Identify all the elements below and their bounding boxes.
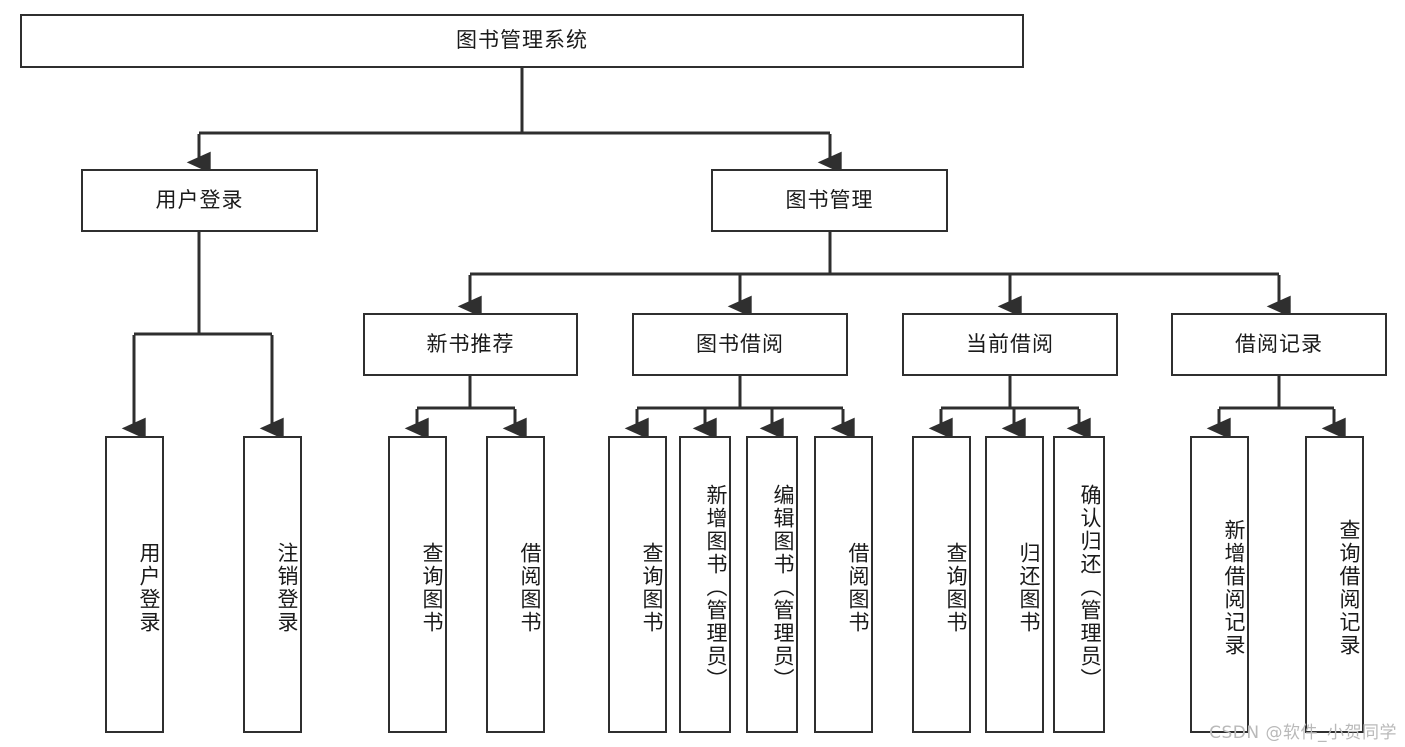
node-leaf-confirm-return-admin[interactable]: 确认归还（管理员） xyxy=(1053,436,1105,733)
node-new-book-recommend[interactable]: 新书推荐 xyxy=(363,313,578,376)
node-leaf-borrow-book-2-label: 借阅图书 xyxy=(846,541,870,634)
node-leaf-edit-book-admin[interactable]: 编辑图书（管理员） xyxy=(746,436,798,733)
node-leaf-query-book-2[interactable]: 查询图书 xyxy=(608,436,667,733)
node-leaf-query-book-1-label: 查询图书 xyxy=(420,541,444,634)
node-book-borrow-label: 图书借阅 xyxy=(696,331,784,356)
node-user-login-label: 用户登录 xyxy=(155,187,244,212)
node-leaf-query-book-1[interactable]: 查询图书 xyxy=(388,436,447,733)
node-leaf-borrow-book-1[interactable]: 借阅图书 xyxy=(486,436,545,733)
node-leaf-borrow-book-2[interactable]: 借阅图书 xyxy=(814,436,873,733)
node-current-borrow[interactable]: 当前借阅 xyxy=(902,313,1118,376)
node-leaf-logout-label: 注销登录 xyxy=(275,541,299,634)
node-leaf-logout[interactable]: 注销登录 xyxy=(243,436,302,733)
node-leaf-query-book-3-label: 查询图书 xyxy=(944,541,968,634)
node-leaf-edit-book-admin-label: 编辑图书（管理员） xyxy=(771,484,795,691)
node-leaf-query-book-2-label: 查询图书 xyxy=(640,541,664,634)
node-leaf-confirm-return-admin-label: 确认归还（管理员） xyxy=(1078,484,1102,691)
node-new-book-recommend-label: 新书推荐 xyxy=(426,331,515,356)
node-user-login[interactable]: 用户登录 xyxy=(81,169,318,232)
node-leaf-user-login[interactable]: 用户登录 xyxy=(105,436,164,733)
node-leaf-add-record[interactable]: 新增借阅记录 xyxy=(1190,436,1249,733)
node-borrow-record[interactable]: 借阅记录 xyxy=(1171,313,1387,376)
node-leaf-add-book-admin[interactable]: 新增图书（管理员） xyxy=(679,436,731,733)
node-leaf-query-record[interactable]: 查询借阅记录 xyxy=(1305,436,1364,733)
node-leaf-borrow-book-1-label: 借阅图书 xyxy=(518,541,542,634)
node-leaf-query-book-3[interactable]: 查询图书 xyxy=(912,436,971,733)
node-root[interactable]: 图书管理系统 xyxy=(20,14,1024,68)
node-root-label: 图书管理系统 xyxy=(456,28,588,53)
node-leaf-return-book[interactable]: 归还图书 xyxy=(985,436,1044,733)
csdn-watermark: CSDN @软件_小贺同学 xyxy=(1209,723,1397,743)
node-current-borrow-label: 当前借阅 xyxy=(966,331,1054,356)
node-book-manage[interactable]: 图书管理 xyxy=(711,169,948,232)
node-borrow-record-label: 借阅记录 xyxy=(1235,331,1323,356)
node-leaf-add-book-admin-label: 新增图书（管理员） xyxy=(704,484,728,691)
node-book-borrow[interactable]: 图书借阅 xyxy=(632,313,848,376)
node-leaf-return-book-label: 归还图书 xyxy=(1017,541,1041,634)
node-leaf-add-record-label: 新增借阅记录 xyxy=(1222,518,1246,657)
node-leaf-query-record-label: 查询借阅记录 xyxy=(1337,518,1361,657)
node-leaf-user-login-label: 用户登录 xyxy=(137,541,161,634)
node-book-manage-label: 图书管理 xyxy=(785,187,874,212)
